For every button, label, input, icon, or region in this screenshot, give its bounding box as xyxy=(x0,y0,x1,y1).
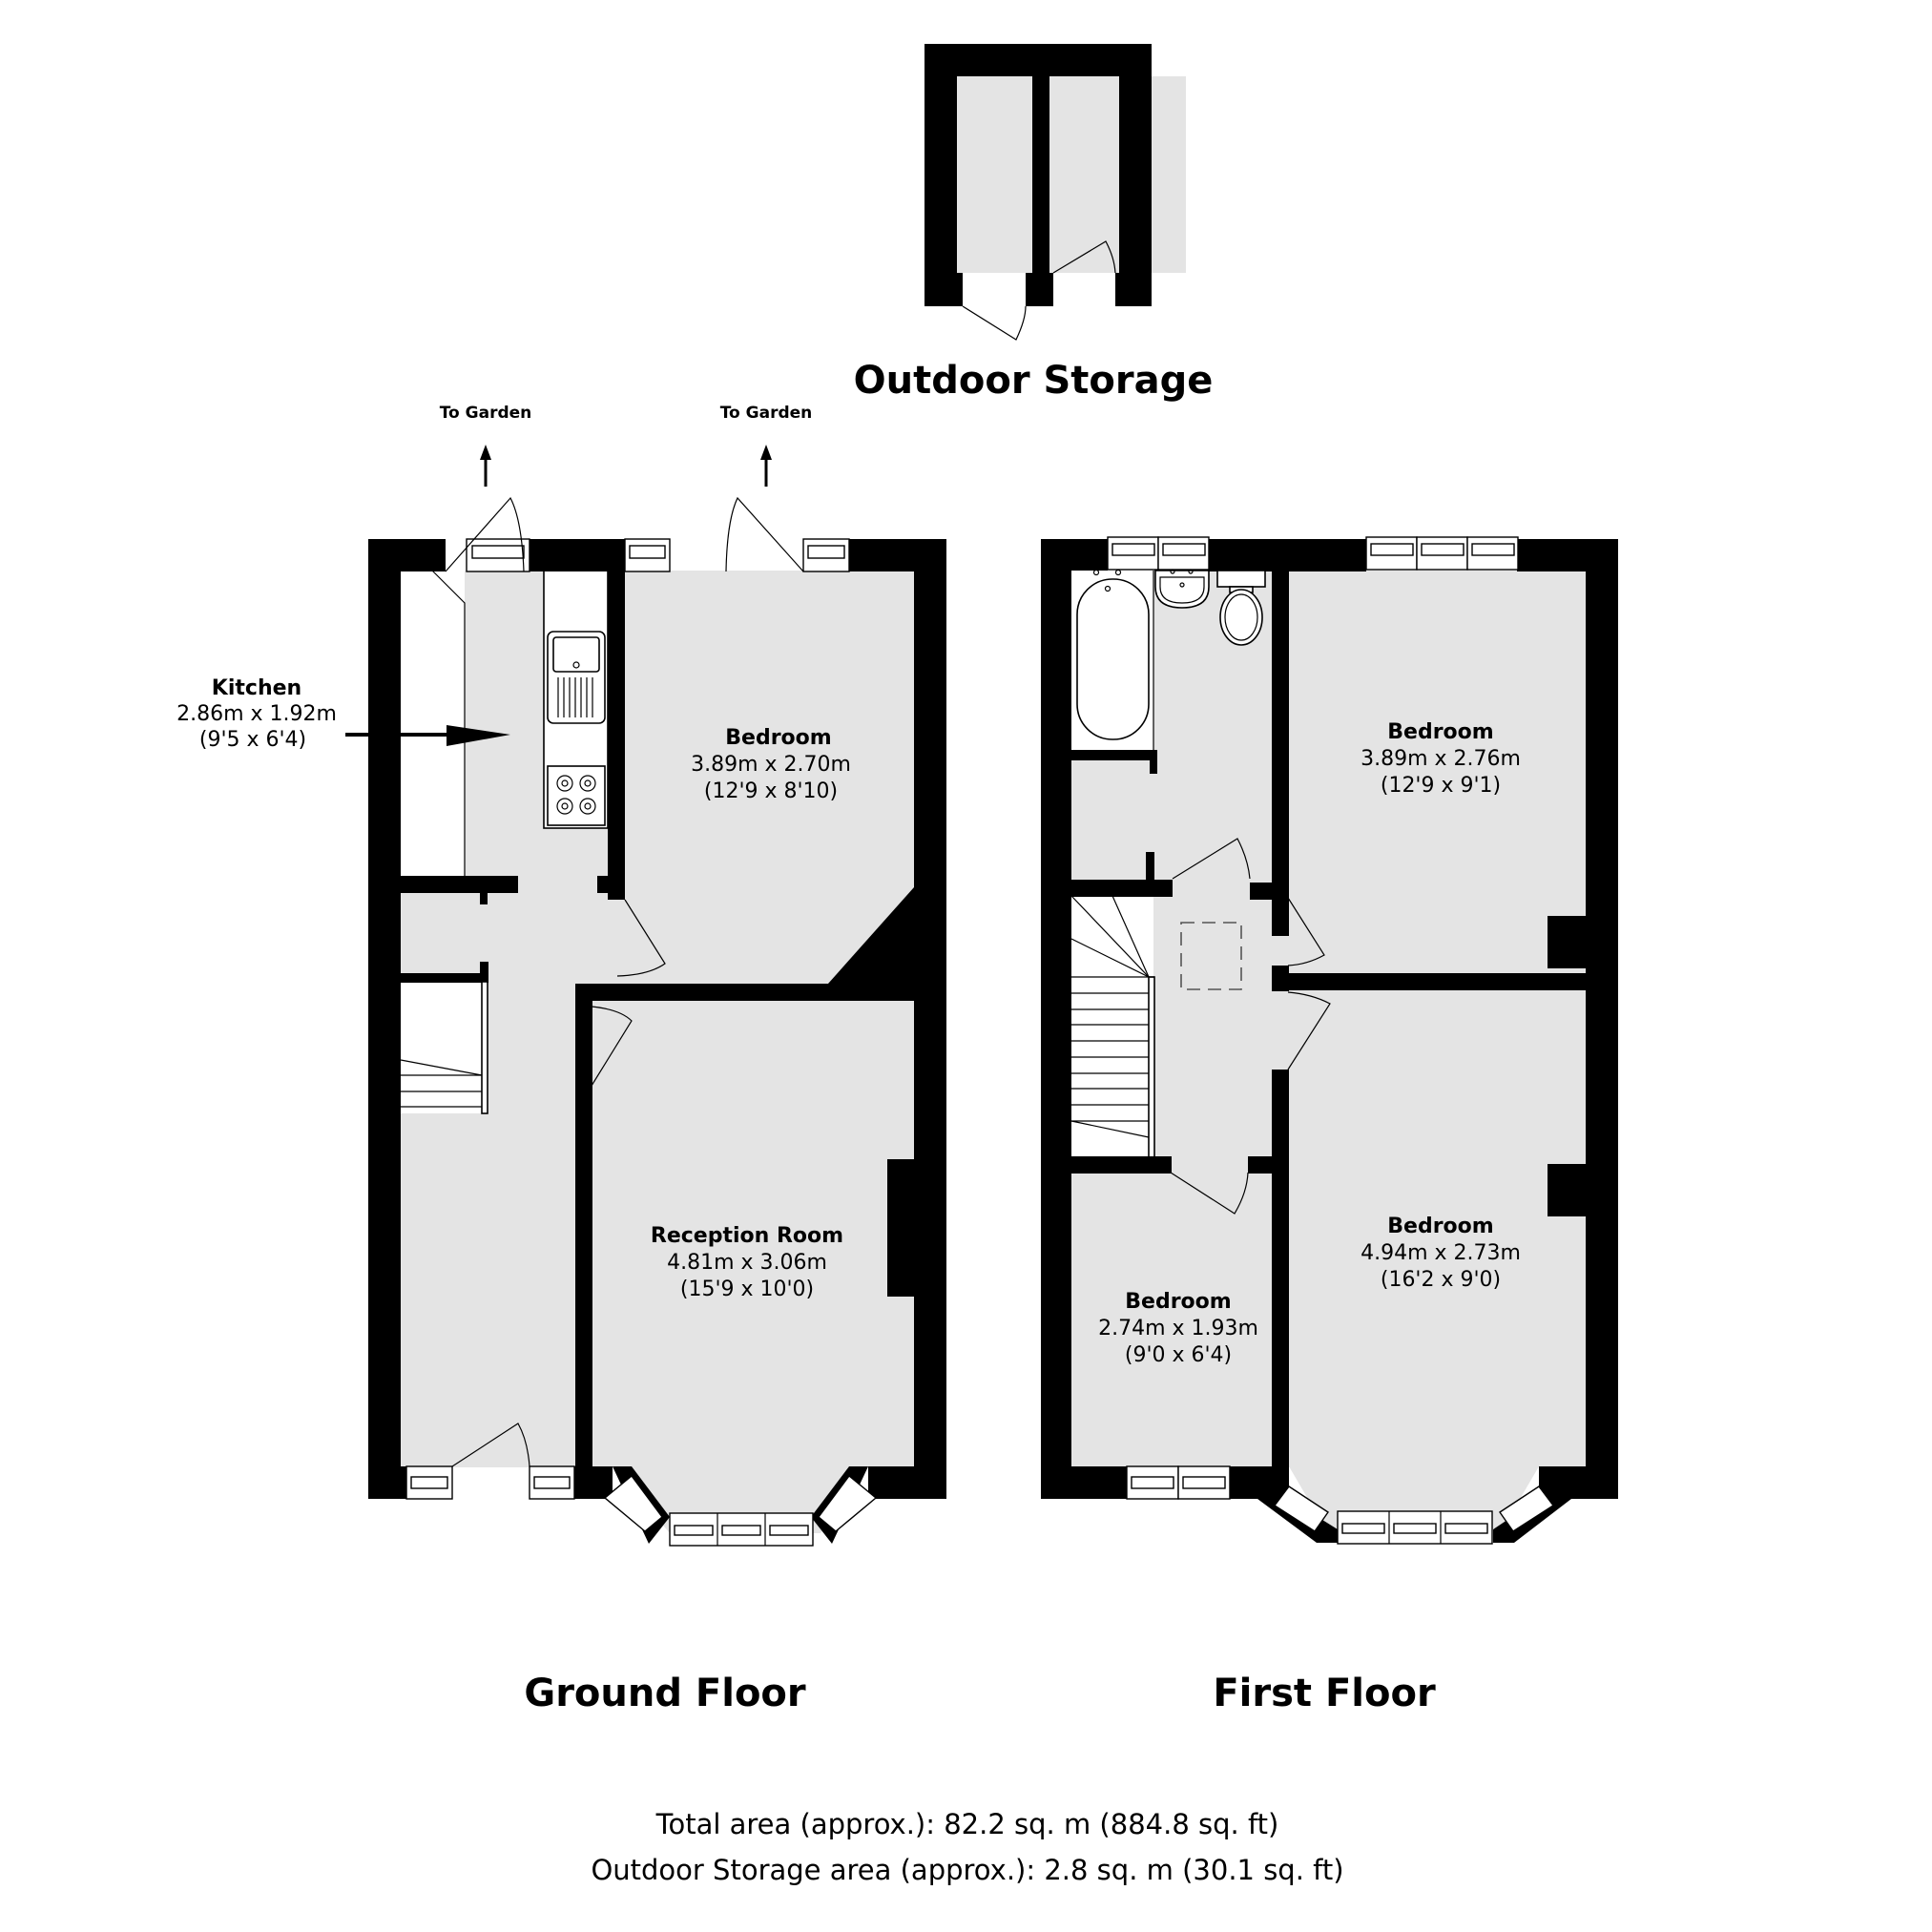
gf-bedroom-metric: 3.89m x 2.70m xyxy=(691,753,851,777)
gf-bedroom-imperial: (12'9 x 8'10) xyxy=(704,779,838,803)
outdoor-area-text: Outdoor Storage area (approx.): 2.8 sq. … xyxy=(591,1854,1343,1886)
kitchen-label-name: Kitchen xyxy=(212,676,301,700)
kitchen-label-metric: 2.86m x 1.92m xyxy=(177,702,337,726)
total-area-text: Total area (approx.): 82.2 sq. m (884.8 … xyxy=(655,1808,1279,1840)
window xyxy=(529,1465,575,1500)
gf-bedroom-name: Bedroom xyxy=(725,726,831,750)
ff-bedroom-1-imperial: (12'9 x 9'1) xyxy=(1381,774,1501,798)
outdoor-storage-title: Outdoor Storage xyxy=(854,359,1214,403)
window xyxy=(802,538,850,572)
window xyxy=(466,538,530,572)
to-garden-label-right: To Garden xyxy=(720,404,813,423)
ff-bedroom-2-imperial: (16'2 x 9'0) xyxy=(1381,1268,1501,1292)
reception-room-imperial: (15'9 x 10'0) xyxy=(680,1278,814,1301)
window xyxy=(624,538,671,572)
ff-bedroom-2-name: Bedroom xyxy=(1387,1215,1493,1238)
outdoor-storage-plan xyxy=(924,44,1186,341)
kitchen-pointer-arrow xyxy=(345,725,510,746)
ground-floor-plan xyxy=(368,496,946,1547)
garden-arrows xyxy=(480,445,772,487)
window xyxy=(1126,1465,1231,1500)
ff-bedroom-1-name: Bedroom xyxy=(1387,720,1493,744)
to-garden-label-left: To Garden xyxy=(440,404,532,423)
first-floor-title: First Floor xyxy=(1213,1672,1436,1715)
window xyxy=(405,1465,453,1500)
ff-bedroom-3-imperial: (9'0 x 6'4) xyxy=(1125,1343,1232,1367)
ff-bedroom-3-name: Bedroom xyxy=(1125,1290,1231,1314)
loft-hatch xyxy=(1180,922,1242,990)
ff-bedroom-3-metric: 2.74m x 1.93m xyxy=(1098,1317,1258,1340)
window xyxy=(1107,536,1210,571)
kitchen-label-imperial: (9'5 x 6'4) xyxy=(199,728,306,752)
window xyxy=(1365,536,1519,571)
ff-bedroom-2-metric: 4.94m x 2.73m xyxy=(1361,1241,1521,1265)
reception-room-metric: 4.81m x 3.06m xyxy=(667,1251,827,1275)
ground-floor-title: Ground Floor xyxy=(524,1672,806,1715)
first-floor-plan xyxy=(1041,536,1618,1545)
ff-bedroom-1-metric: 3.89m x 2.76m xyxy=(1361,747,1521,771)
reception-room-name: Reception Room xyxy=(651,1224,843,1248)
